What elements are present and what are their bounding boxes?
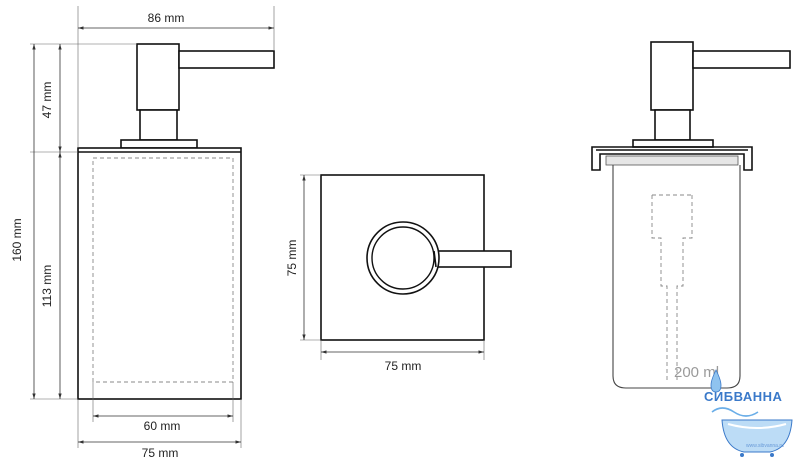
brand-name: СИБВАННА: [704, 389, 782, 404]
dim-front-pump-height: 47 mm: [40, 82, 54, 119]
section-pump-stem: [654, 109, 691, 141]
top-view-pump-ring-inner: [371, 226, 435, 290]
volume-label: 200 ml: [674, 364, 719, 381]
pump-head: [136, 43, 180, 111]
brand-watermark: СИБВАННА www.sibvanna.ru: [704, 369, 793, 457]
dim-top-view-height: 75 mm: [285, 240, 299, 277]
water-drop-icon: [710, 369, 722, 393]
dim-front-width-bottom: 75 mm: [142, 446, 179, 460]
top-view: 75 mm 75 mm: [285, 174, 512, 373]
dispenser-body: [77, 147, 242, 400]
section-glass-bottle: [612, 165, 741, 389]
top-view-nozzle: [429, 250, 512, 268]
inner-container-outline: [92, 157, 234, 383]
section-holder-frame: [591, 146, 753, 171]
section-pump-head: [650, 41, 694, 111]
dim-top-view-width: 75 mm: [385, 359, 422, 373]
section-pump-collar: [632, 139, 714, 148]
section-thread-band: [605, 155, 739, 166]
dim-front-inner-width: 60 mm: [144, 419, 181, 433]
bathtub-icon: [721, 419, 793, 453]
section-dip-tube: [651, 195, 693, 380]
pump-stem: [139, 109, 178, 141]
pump-nozzle: [178, 50, 275, 69]
pump-collar: [120, 139, 198, 149]
front-view: 86 mm 47 mm 160 mm 113 mm 60 mm 75 mm: [10, 6, 275, 460]
dim-front-total-height: 160 mm: [10, 218, 24, 261]
section-view: 200 ml: [591, 41, 791, 389]
brand-url: www.sibvanna.ru: [746, 443, 784, 449]
section-pump-nozzle: [692, 50, 791, 69]
dim-front-body-height: 113 mm: [40, 265, 54, 307]
dim-front-width-top: 86 mm: [148, 11, 185, 25]
